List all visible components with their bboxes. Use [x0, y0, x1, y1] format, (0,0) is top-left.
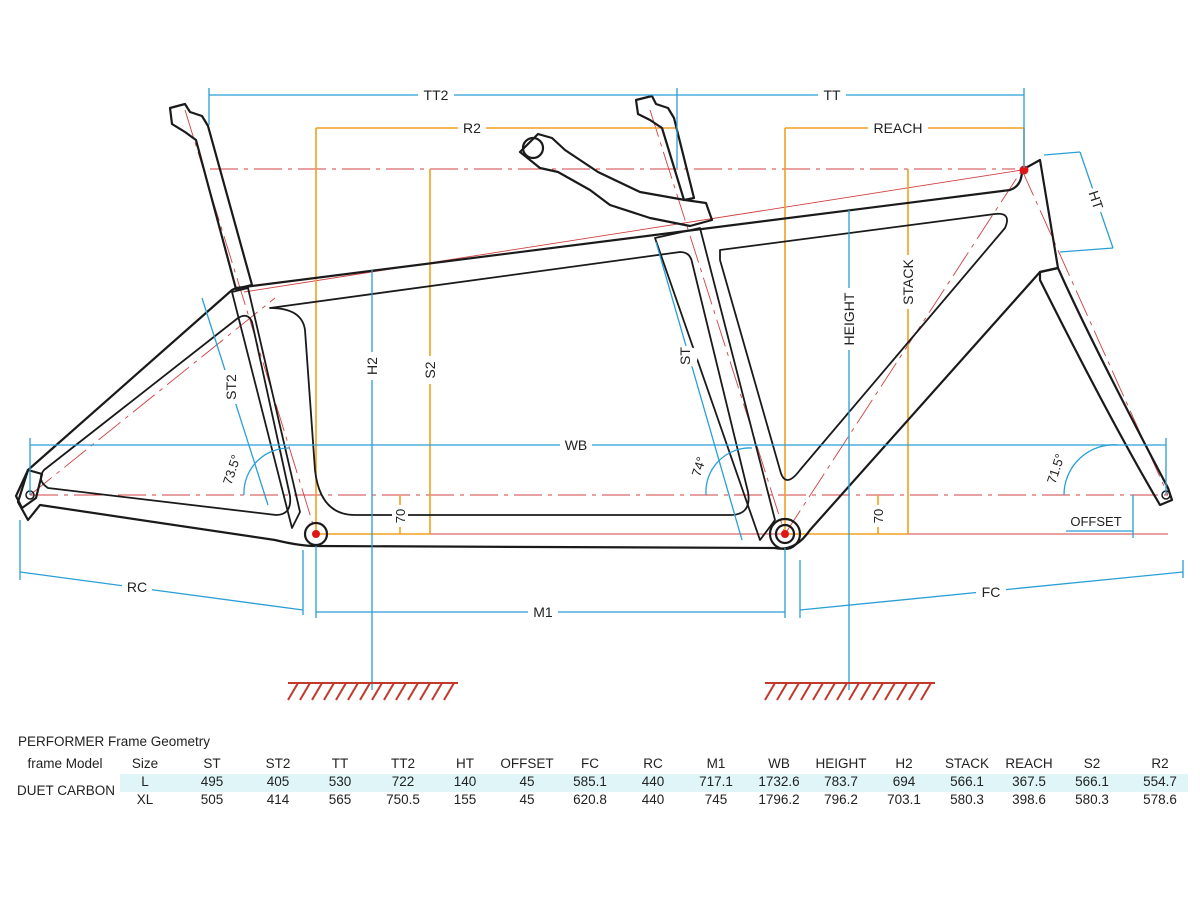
table-cell: 414	[266, 792, 290, 807]
label-angle-front-st: 74°	[689, 455, 709, 478]
table-cell: 565	[328, 792, 352, 807]
label-bb-drop-rear: 70	[393, 509, 408, 523]
table-cell: 580.3	[950, 792, 984, 807]
table-cell: 405	[266, 774, 290, 789]
table-cell: L	[141, 774, 149, 789]
table-cell: 694	[892, 774, 916, 789]
ground-hatch-rear	[287, 682, 458, 701]
table-cell: 566.1	[1075, 774, 1109, 789]
label-rc: RC	[127, 579, 147, 595]
label-stack: STACK	[900, 259, 916, 305]
label-ht: HT	[1086, 189, 1107, 212]
highlight-row-l	[120, 774, 1188, 792]
column-header: ST2	[265, 756, 291, 771]
tandem-frame	[14, 94, 1174, 551]
label-angle-rear: 73.5°	[220, 453, 244, 487]
table-cell: 505	[200, 792, 224, 807]
column-header: Size	[131, 756, 159, 771]
label-fc: FC	[982, 584, 1001, 600]
model-name: DUET CARBON	[16, 783, 116, 798]
table-cell: 495	[200, 774, 224, 789]
table-cell: 717.1	[699, 774, 733, 789]
table-cell: 1796.2	[758, 792, 800, 807]
column-headers: Size ST ST2 TT TT2 HT OFFSET FC RC M1 WB HEIGHT H2 ST…	[0, 756, 1200, 774]
model-header: frame Model	[27, 756, 103, 771]
blue-dimensions	[19, 88, 1184, 690]
column-header: S2	[1083, 756, 1101, 771]
table-cell: 750.5	[386, 792, 420, 807]
model-cell: DUET CARBON	[0, 783, 1200, 801]
table-cell: 578.6	[1143, 792, 1177, 807]
column-header: H2	[895, 756, 913, 771]
table-cell: 745	[704, 792, 728, 807]
column-header: R2	[1151, 756, 1169, 771]
label-m1: M1	[533, 604, 553, 620]
table-cell: XL	[136, 792, 154, 807]
label-s2: S2	[422, 361, 438, 378]
headtube-top-point	[1019, 165, 1029, 175]
table-cell: 722	[391, 774, 415, 789]
label-r2: R2	[463, 120, 481, 136]
label-angle-head: 71.5°	[1044, 452, 1068, 486]
table-cell: 783.7	[824, 774, 858, 789]
table-row: XL 505 414 565 750.5 155 45 620.8 440 745 1796.2 79…	[0, 792, 1200, 810]
label-st2: ST2	[223, 374, 239, 400]
column-header: TT	[331, 756, 349, 771]
table-cell: 398.6	[1012, 792, 1046, 807]
table-header-row: frame Model	[0, 756, 1200, 774]
table-cell: 530	[328, 774, 352, 789]
table-cell: 554.7	[1143, 774, 1177, 789]
table-title: PERFORMER Frame Geometry	[18, 734, 211, 749]
table-cell: 703.1	[887, 792, 921, 807]
table-cell: 45	[519, 774, 535, 789]
label-tt2: TT2	[424, 87, 449, 103]
column-header: STACK	[944, 756, 990, 771]
table-cell: 140	[453, 774, 477, 789]
label-tt: TT	[823, 87, 841, 103]
table-cell: 620.8	[573, 792, 607, 807]
table-cell: 45	[519, 792, 535, 807]
table-cell: 440	[641, 774, 665, 789]
column-header: FC	[581, 756, 599, 771]
table-cell: 155	[453, 792, 477, 807]
table-cell: 367.5	[1012, 774, 1046, 789]
table-cell: 585.1	[573, 774, 607, 789]
table-cell: 566.1	[950, 774, 984, 789]
column-header: OFFSET	[500, 756, 554, 771]
column-header: TT2	[390, 756, 416, 771]
column-header: WB	[768, 756, 790, 771]
frame-geometry-diagram: TT2 TT R2 REACH HT STACK HEIGHT ST ST2 H…	[14, 86, 1184, 701]
column-header: HEIGHT	[815, 756, 867, 771]
table-cell: 580.3	[1075, 792, 1109, 807]
column-header: HT	[456, 756, 474, 771]
column-header: M1	[706, 756, 726, 771]
column-header: RC	[643, 756, 663, 771]
ground-hatch-front	[764, 682, 935, 701]
label-offset: OFFSET	[1070, 514, 1121, 529]
label-height: HEIGHT	[841, 292, 857, 345]
label-wb: WB	[565, 437, 588, 453]
table-cell: 796.2	[824, 792, 858, 807]
column-header: ST	[203, 756, 221, 771]
label-h2: H2	[364, 357, 380, 375]
table-row: L 495 405 530 722 140 45 585.1 440 717.1 1732.6 783…	[0, 774, 1200, 792]
dimension-labels: TT2 TT R2 REACH HT STACK HEIGHT ST ST2 H…	[122, 86, 1122, 621]
front-bb-center	[781, 530, 789, 538]
label-reach: REACH	[873, 120, 922, 136]
rear-bb-center	[312, 530, 320, 538]
label-st: ST	[677, 347, 693, 365]
column-header: REACH	[1005, 756, 1053, 771]
label-bb-drop-front: 70	[871, 509, 886, 523]
table-cell: 1732.6	[758, 774, 800, 789]
table-cell: 440	[641, 792, 665, 807]
